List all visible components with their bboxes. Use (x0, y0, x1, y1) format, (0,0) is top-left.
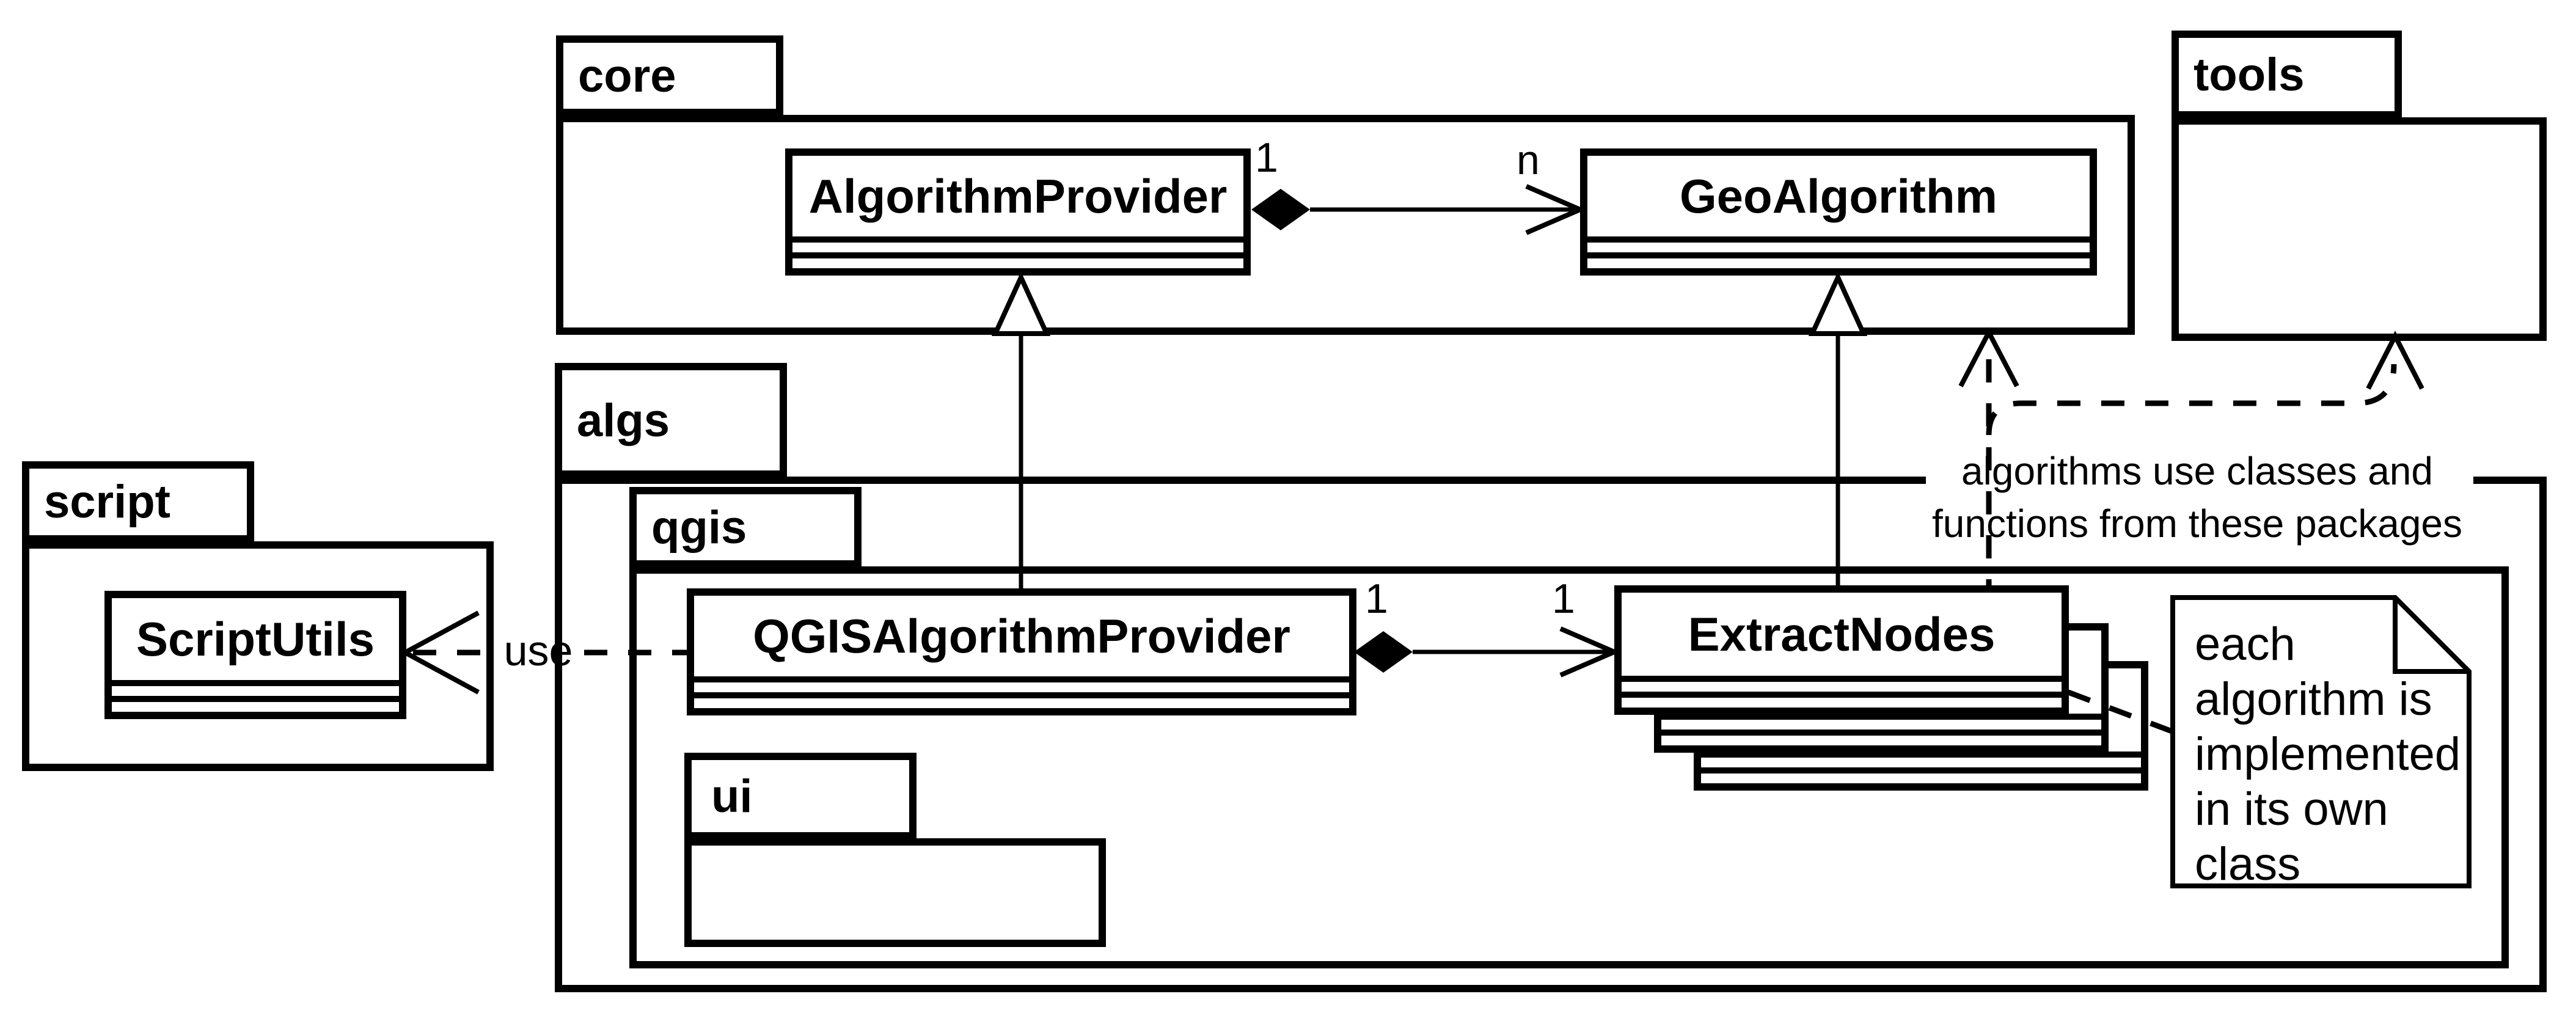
package-qgis-tab: qgis (629, 487, 862, 568)
class-qgis-algorithm-provider-attributes (694, 676, 1349, 692)
qgis-composition-source-multiplicity: 1 (1365, 576, 1388, 622)
open-arrowhead-icon (2366, 331, 2424, 390)
use-dependency-label: use (503, 627, 573, 675)
core-composition-target-multiplicity: n (1517, 137, 1540, 183)
class-script-utils: ScriptUtils (104, 591, 406, 719)
class-script-utils-attributes (112, 680, 399, 696)
package-qgis-label: qgis (651, 501, 747, 554)
class-qgis-algorithm-provider-name: QGISAlgorithmProvider (753, 609, 1290, 663)
class-extract-nodes-name: ExtractNodes (1688, 607, 1996, 661)
package-script-label: script (44, 476, 170, 528)
class-algorithm-provider-attributes (792, 236, 1243, 252)
class-qgis-algorithm-provider-operations (694, 692, 1349, 708)
class-extract-nodes: ExtractNodes (1614, 585, 2069, 715)
package-algs-tab: algs (555, 363, 787, 478)
class-geo-algorithm-name: GeoAlgorithm (1680, 169, 1997, 223)
package-ui-tab: ui (684, 753, 917, 839)
class-extract-nodes-attributes (1622, 676, 2062, 692)
qgis-composition-target-multiplicity: 1 (1552, 576, 1575, 622)
dependency-to-tools-connector (1986, 331, 2424, 436)
package-algs-top-border-right (2473, 477, 2547, 484)
class-algorithm-provider-name: AlgorithmProvider (808, 169, 1228, 223)
package-core-tab: core (556, 35, 783, 116)
class-script-utils-operations (112, 696, 399, 712)
annotation-packages-usage: algorithms use classes and functions fro… (1916, 445, 2478, 550)
core-composition-source-multiplicity: 1 (1255, 134, 1278, 181)
package-tools-label: tools (2194, 48, 2305, 101)
class-algorithm-provider-operations (792, 252, 1243, 268)
open-arrowhead-icon (1958, 327, 2019, 387)
class-geo-algorithm-attributes (1587, 236, 2090, 252)
package-algs-label: algs (577, 394, 670, 447)
package-ui-label: ui (711, 770, 753, 822)
annotation-line-2: functions from these packages (1931, 502, 2463, 546)
package-ui-body (684, 838, 1106, 947)
package-core-label: core (578, 49, 676, 102)
class-geo-algorithm-operations (1587, 252, 2090, 268)
class-algorithm-provider: AlgorithmProvider (785, 148, 1251, 276)
package-script-tab: script (22, 461, 254, 543)
class-script-utils-name: ScriptUtils (136, 612, 375, 666)
class-extract-nodes-operations (1622, 692, 2062, 708)
class-qgis-algorithm-provider: QGISAlgorithmProvider (687, 588, 1356, 715)
annotation-line-1: algorithms use classes and (1961, 449, 2433, 493)
package-tools-body (2172, 117, 2547, 341)
package-tools-tab: tools (2172, 31, 2402, 119)
class-geo-algorithm: GeoAlgorithm (1580, 148, 2097, 276)
package-algs-top-border-left (555, 477, 1926, 484)
